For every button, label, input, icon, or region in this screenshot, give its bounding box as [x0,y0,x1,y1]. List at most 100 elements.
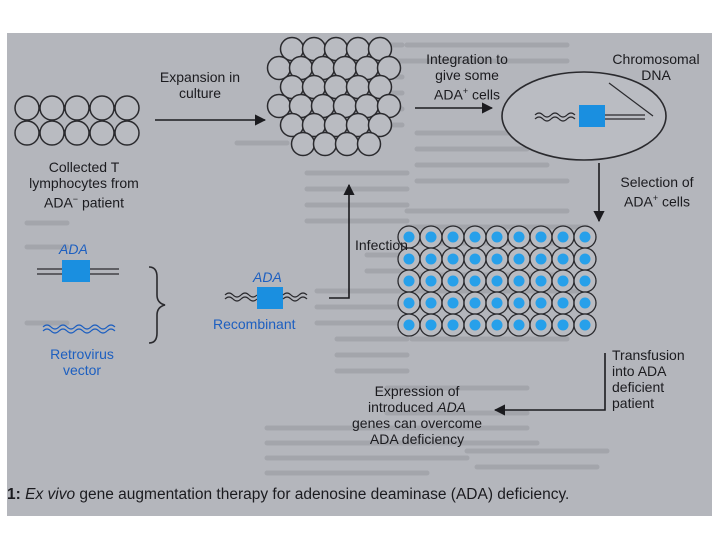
chromosomal-label: Chromosomal DNA [602,51,710,83]
expanded-cell [367,112,393,138]
collected-t-cells [14,95,140,146]
expanded-cell [290,131,316,157]
expanded-cell [356,131,382,157]
cell-nucleus [447,253,459,265]
transfusion-line-4: patient [612,395,655,411]
collected-cell [39,120,65,146]
cell-nucleus [425,297,437,309]
cell-nucleus [535,253,547,265]
expression-label: Expression of introduced ADA genes can o… [337,383,497,447]
collected-cell [89,95,115,121]
expression-line-4: ADA deficiency [369,431,465,447]
ada-gene-block [579,105,605,127]
cell-nucleus [469,275,481,287]
expression-line-2a: introduced [367,399,438,415]
cell-nucleus [579,231,591,243]
cell-nucleus [535,275,547,287]
expansion-label: Expansion in culture [145,69,255,101]
cell-nucleus [425,253,437,265]
retrovirus-line-2: vector [62,362,102,378]
selection-label: Selection of ADA+ cells [605,174,709,210]
arrow-to-expression [493,353,606,416]
expanded-cell [334,131,360,157]
collected-cell [39,95,65,121]
collected-cell [14,120,40,146]
collected-ada: ADA [44,194,73,211]
chromosomal-line-1: Chromosomal [612,51,700,67]
cell-nucleus [403,319,415,331]
expansion-line-1: Expansion in [159,69,241,85]
cell-nucleus [469,231,481,243]
cell-nucleus [579,275,591,287]
recombinant-vector [224,287,308,309]
collected-patient: patient [78,194,124,211]
expression-line-1: Expression of [374,383,460,399]
integration-cells: cells [468,86,500,103]
collected-cell [64,120,90,146]
integration-label: Integration to give some ADA+ cells [407,51,527,103]
grouping-bracket [148,266,166,344]
cell-nucleus [491,275,503,287]
cell-nucleus [403,275,415,287]
cell-nucleus [425,231,437,243]
expanded-cell-cluster [266,36,402,157]
cell-nucleus [535,231,547,243]
infection-label: Infection [355,237,408,253]
selection-cells: cells [658,193,690,210]
transfusion-label: Transfusion into ADA deficient patient [612,347,702,411]
cell-nucleus [513,231,525,243]
collected-cell [89,120,115,146]
expression-ada-italic: ADA [437,399,467,415]
cell-nucleus [579,297,591,309]
scanned-figure: Collected T lymphocytes from ADA− patien… [7,33,712,516]
cell-nucleus [491,253,503,265]
collected-cell [64,95,90,121]
cell-nucleus [557,319,569,331]
collected-cell [114,95,140,121]
caption-italic: Ex vivo [25,486,76,503]
cell-nucleus [491,231,503,243]
retrovirus-line-1: Retrovirus [50,346,114,362]
retrovirus-label: Retrovirus vector [37,346,127,378]
cell-nucleus [447,231,459,243]
cell-nucleus [579,319,591,331]
recombinant-label: Recombinant [213,316,296,332]
collected-line-1: Collected T [48,159,120,175]
cell-nucleus [557,231,569,243]
selection-ada: ADA [624,193,653,210]
ada-gene-dna [37,260,119,282]
chromosomal-dna-strand [534,112,576,118]
collected-line-2: lymphocytes from [29,175,139,191]
cell-nucleus [491,319,503,331]
recombinant-ada-label: ADA [253,269,282,285]
diagram-artwork [14,36,667,416]
collected-sup: − [72,194,79,204]
collected-cell [14,95,40,121]
cell-nucleus [535,319,547,331]
expanded-cell [312,131,338,157]
figure-caption: 1: Ex vivo gene augmentation therapy for… [7,486,707,504]
cell-nucleus [469,297,481,309]
chromosomal-line-2: DNA [641,67,671,83]
cell-nucleus [447,319,459,331]
integration-line-2: give some [435,67,499,83]
cell-nucleus [557,275,569,287]
cell-nucleus [513,319,525,331]
transfusion-line-1: Transfusion [612,347,685,363]
cell-nucleus [469,253,481,265]
caption-number: 1: [7,486,21,503]
cell-nucleus [447,275,459,287]
expansion-line-2: culture [178,85,222,101]
cell-nucleus [403,297,415,309]
cell-nucleus [513,297,525,309]
cell-nucleus [403,231,415,243]
cell-nucleus [557,253,569,265]
chromosome-cell [501,71,667,161]
caption-text: gene augmentation therapy for adenosine … [75,486,570,503]
cell-nucleus [425,319,437,331]
cell-nucleus [469,319,481,331]
cell-nucleus [513,275,525,287]
cell-nucleus [513,253,525,265]
integration-sup: + [462,86,469,96]
collected-cell [114,120,140,146]
